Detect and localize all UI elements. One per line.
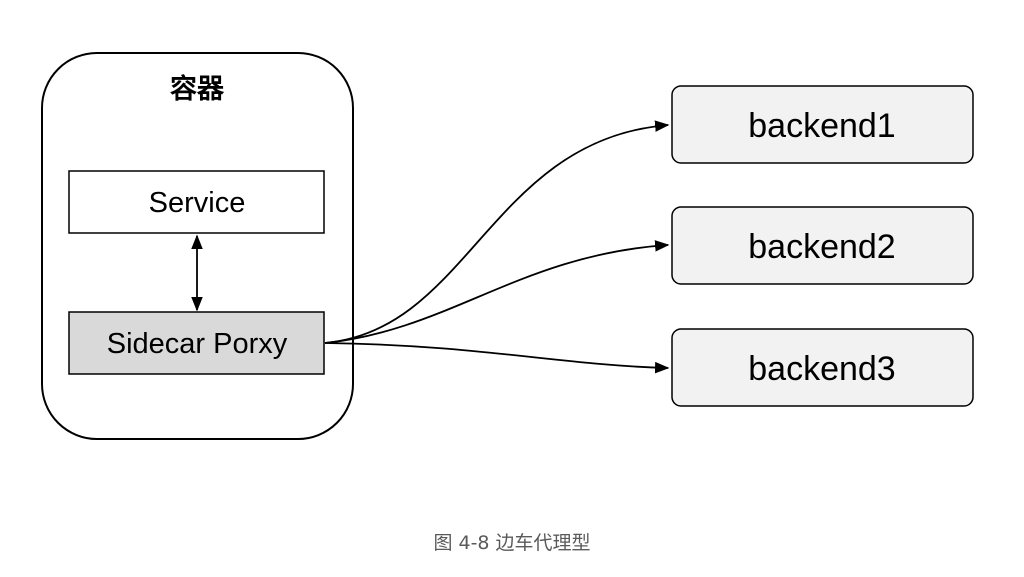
backend-label-1: backend1 [748,107,895,145]
arrow-to-backend1 [324,120,670,344]
sidecar-box [68,311,325,375]
figure-caption: 图 4-8 边车代理型 [433,532,591,554]
backend-node-3: backend3 [671,328,974,407]
sidecar-label: Sidecar Porxy [107,328,288,360]
backend-node-1: backend1 [671,85,974,164]
backend-label-2: backend2 [748,228,895,266]
backend-box-3 [671,328,974,407]
arrow-to-backend2 [324,240,670,344]
backend-box-2 [671,206,974,285]
backend-label-3: backend3 [748,350,895,388]
arrow-to-backend3 [324,342,670,374]
backend-box-1 [671,85,974,164]
service-node: Service [68,170,325,234]
service-box [68,170,325,234]
container-title: 容器 [170,73,225,105]
service-label: Service [149,187,246,219]
backend-node-2: backend2 [671,206,974,285]
sidecar-node: Sidecar Porxy [68,311,325,375]
